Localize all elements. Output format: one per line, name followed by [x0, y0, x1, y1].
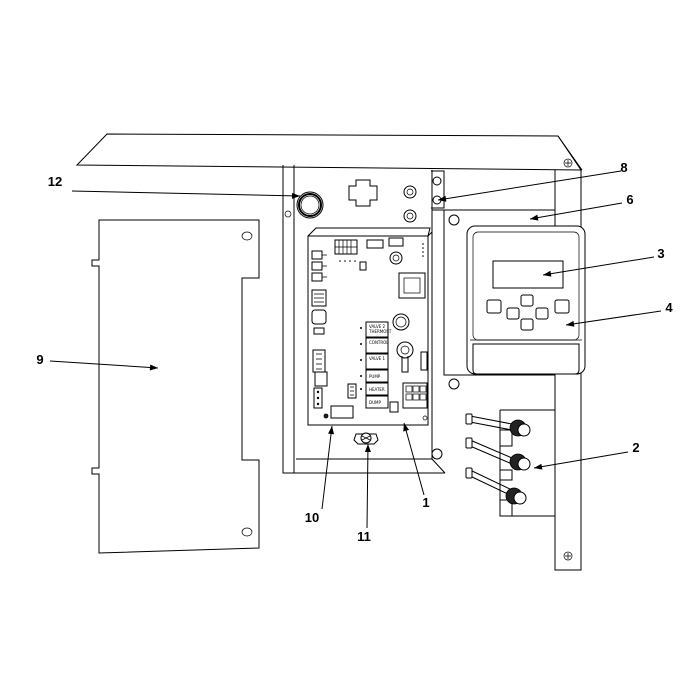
- enclosure-top-lid: [75, 133, 583, 171]
- corner-screw-icon: [563, 158, 573, 168]
- callout-number: 3: [657, 246, 664, 261]
- panel-button-up: [520, 294, 534, 307]
- callout-arrowhead: [364, 444, 371, 453]
- callout-arrowhead: [291, 192, 300, 199]
- panel-button-next: [535, 307, 549, 320]
- relay-label: VALVE 2: [369, 324, 386, 329]
- plate-screw-icon: [431, 448, 443, 460]
- item-8-bracket: [431, 170, 445, 209]
- relay-label: CONTROL: [369, 340, 389, 345]
- top-standoffs: [403, 185, 417, 223]
- callout-number: 9: [36, 352, 43, 367]
- relay-5: [365, 382, 389, 396]
- enclosure-back-panel: [282, 158, 573, 474]
- callout-leader-line: [533, 451, 629, 469]
- callout-leader-line: [529, 202, 623, 220]
- callout-arrowhead: [530, 214, 539, 221]
- relay-label: HEATER: [369, 387, 385, 392]
- relay-label: THERMOST: [368, 329, 392, 334]
- mounting-screw-icon: [284, 210, 292, 218]
- callout-group: 12 8 6 3 4 9 2 1 10 11: [36, 160, 673, 544]
- relay-2: [365, 337, 389, 354]
- cross-knockout: [348, 179, 378, 207]
- panel-button-right: [554, 299, 570, 314]
- callout-leader-line: [403, 422, 425, 496]
- relay-3: [365, 353, 389, 370]
- callout-arrowhead: [438, 195, 447, 202]
- callout-number: 1: [422, 495, 429, 510]
- callout-arrowhead: [328, 426, 335, 435]
- relay-1: [365, 321, 389, 338]
- callout-number: 4: [665, 300, 673, 315]
- relay-label: PUMP: [369, 374, 381, 379]
- item-2-terminal-posts: [465, 409, 555, 517]
- callout-number: 11: [357, 529, 371, 544]
- item-12-grommet: [296, 191, 324, 219]
- callout-leader-line: [49, 360, 159, 369]
- item-6-display-plate: [432, 209, 556, 390]
- relay-label: VALVE 1: [369, 356, 386, 361]
- callout-leader-line: [565, 310, 662, 326]
- callout-arrowhead: [543, 270, 552, 277]
- callout-leader-line: [542, 256, 655, 276]
- item-1-circuit-board: VALVE 2 THERMOST CONTROL VALVE 1 PUMP HE…: [307, 227, 433, 426]
- callout-number: 2: [632, 440, 639, 455]
- bottom-screw-icon: [563, 551, 573, 561]
- callout-number: 6: [626, 192, 633, 207]
- relay-6: [365, 395, 389, 409]
- panel-button-left: [486, 299, 502, 314]
- panel-button-down: [520, 318, 534, 331]
- relay-4: [365, 369, 389, 383]
- callout-leader-line: [321, 425, 333, 510]
- callout-leader-line: [366, 443, 369, 529]
- callout-number: 8: [620, 160, 627, 175]
- callout-arrowhead: [566, 320, 575, 327]
- relay-label: DUMP: [369, 400, 381, 405]
- callout-arrowhead: [149, 364, 158, 371]
- callout-number: 10: [305, 510, 319, 525]
- item-11-ground-lug: [353, 432, 379, 445]
- callout-leader-line: [437, 170, 622, 201]
- display-screen: [492, 260, 564, 289]
- item-9-cover-panel: [91, 219, 260, 554]
- item-3-4-topside-control-panel: [466, 225, 586, 375]
- panel-button-prev: [506, 307, 520, 320]
- callout-leader-line: [71, 190, 301, 197]
- callout-number: 12: [48, 174, 62, 189]
- item-10-screw-icon: [323, 413, 329, 419]
- callout-arrowhead: [403, 423, 410, 432]
- callout-arrowhead: [534, 463, 543, 470]
